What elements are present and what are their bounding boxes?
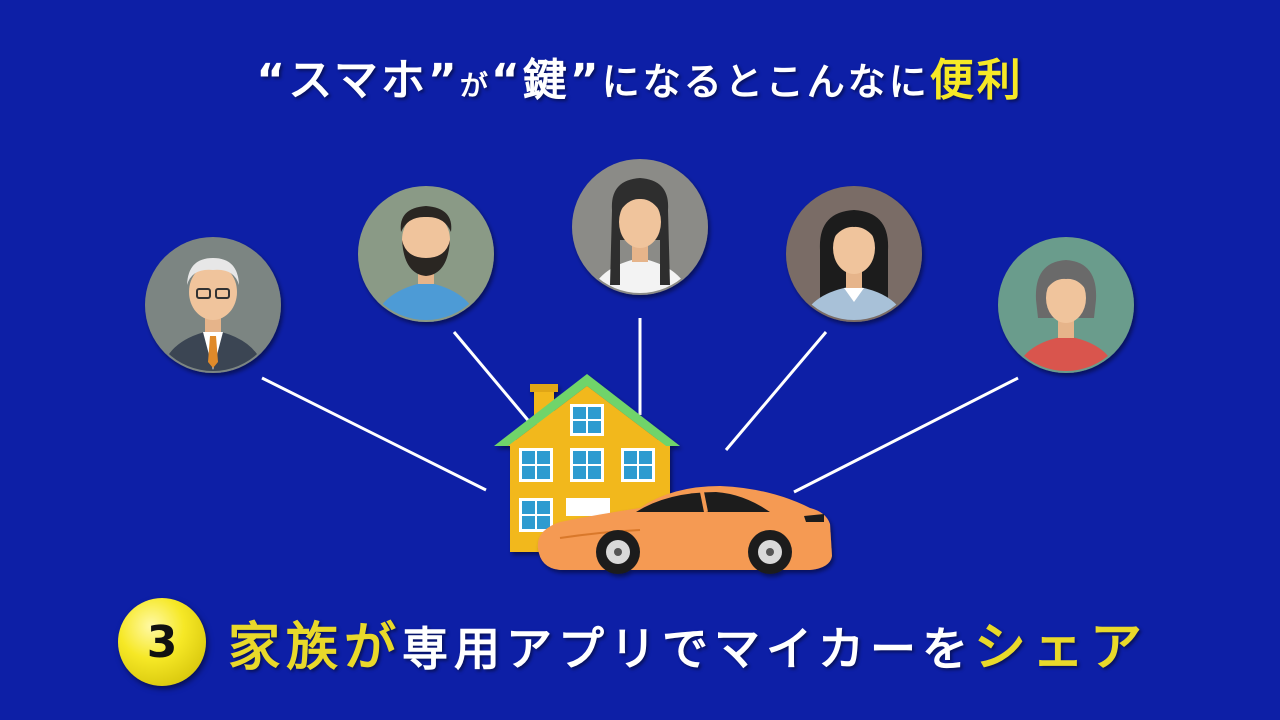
caption-part-family: 家族 [228,617,345,678]
caption: 3 家族が専用アプリでマイカーをシェア [118,596,1148,688]
connector-lines [261,318,1019,494]
connector-line [793,376,1019,494]
elderly-man-icon [145,237,281,373]
title-part-convenient: 便利 [929,55,1024,106]
schoolgirl-icon [786,186,922,322]
car-icon [537,486,832,574]
connector-line [452,331,534,426]
connector-line [261,376,487,492]
page-title: “スマホ”が“鍵”になるとこんなに便利 [0,44,1280,108]
caption-text: 家族が専用アプリでマイカーをシェア [228,605,1148,680]
connector-line [724,331,828,451]
caption-part-middle: 専用アプリでマイカーを [402,621,975,676]
caption-part-share: シェア [974,617,1149,678]
title-part-ga: が [459,69,491,102]
title-part-key: “鍵” [490,55,602,106]
bearded-man-icon [358,186,494,322]
title-part-middle: になるとこんなに [601,60,930,104]
step-number-badge: 3 [118,598,206,686]
woman-icon [998,237,1134,373]
caption-part-ga: が [344,617,403,678]
girl-with-braids-icon [572,159,708,295]
title-part-smartphone: “スマホ” [256,55,460,106]
